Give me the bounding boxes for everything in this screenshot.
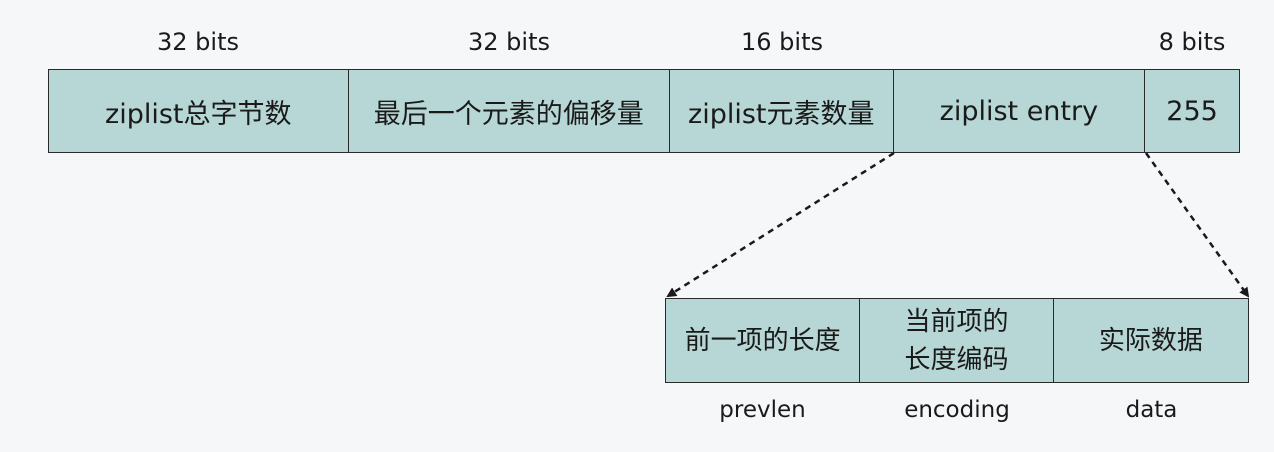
field-end-marker: 255 (1166, 95, 1218, 127)
label-data: data (1125, 397, 1178, 423)
entry-detail-row: 前一项的长度 当前项的 长度编码 实际数据 (665, 298, 1249, 383)
bits-label-entry-count: 16 bits (741, 28, 823, 56)
entry-field-encoding: 当前项的 长度编码 (860, 299, 1054, 382)
entry-field-prevlen: 前一项的长度 (666, 299, 861, 382)
field-ziplist-entry: ziplist entry (894, 70, 1146, 152)
field-total-bytes: ziplist总字节数 (49, 70, 349, 152)
arrow-right (1144, 152, 1250, 298)
bits-label-end-marker: 8 bits (1158, 28, 1226, 56)
entry-field-data: 实际数据 (1098, 325, 1203, 356)
field-last-element-offset: 最后一个元素的偏移量 (349, 70, 670, 152)
ziplist-layout-row: ziplist总字节数 最后一个元素的偏移量 ziplist元素数量 zipli… (48, 69, 1240, 153)
field-element-count: ziplist元素数量 (670, 70, 894, 152)
bits-label-last-offset: 32 bits (468, 28, 550, 56)
arrow-left (666, 151, 895, 298)
label-prevlen: prevlen (719, 397, 806, 423)
bits-label-total-bytes: 32 bits (157, 28, 239, 56)
label-encoding: encoding (904, 397, 1010, 423)
